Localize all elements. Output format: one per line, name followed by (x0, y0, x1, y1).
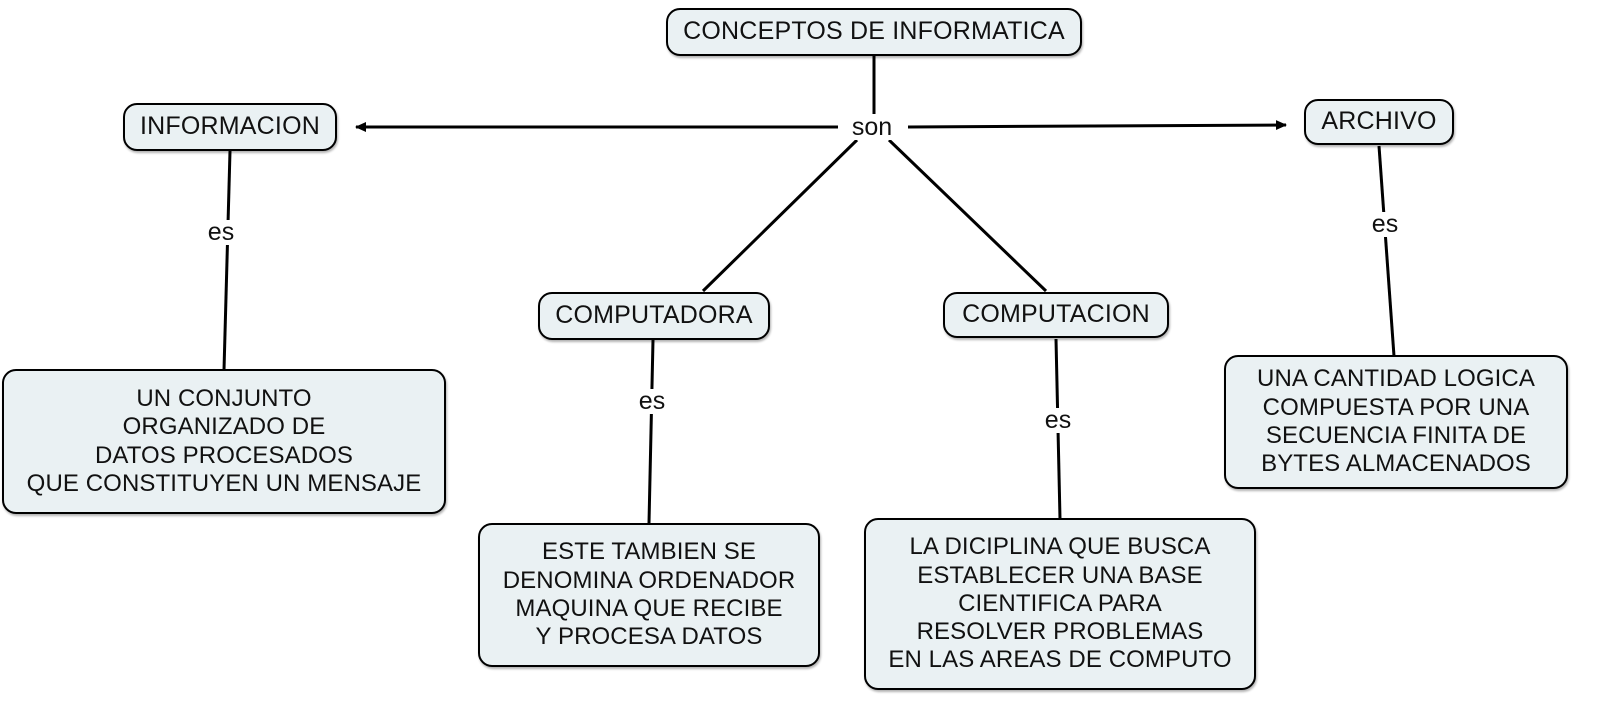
node-informacion[interactable]: INFORMACION (123, 103, 337, 151)
node-label: UN CONJUNTO ORGANIZADO DE DATOS PROCESAD… (26, 384, 422, 497)
edge-label-label-son: son (847, 114, 897, 140)
node-informacion-detalle[interactable]: UN CONJUNTO ORGANIZADO DE DATOS PROCESAD… (2, 369, 446, 514)
node-computadora-detalle[interactable]: ESTE TAMBIEN SE DENOMINA ORDENADOR MAQUI… (478, 523, 820, 667)
edge-label-label-es-computacion: es (1040, 407, 1076, 433)
edge-computadora-to-computadora-detalle (647, 339, 655, 524)
edge-hub-to-computacion (887, 138, 1048, 293)
node-label: COMPUTACION (962, 300, 1150, 329)
edge-informacion-to-informacion-detalle (222, 150, 232, 371)
node-label: LA DICIPLINA QUE BUSCA ESTABLECER UNA BA… (888, 533, 1232, 674)
node-computacion[interactable]: COMPUTACION (943, 292, 1169, 338)
edge-hub-to-computadora (701, 138, 859, 293)
node-computadora[interactable]: COMPUTADORA (538, 292, 770, 340)
node-label: UNA CANTIDAD LOGICA COMPUESTA POR UNA SE… (1257, 365, 1535, 478)
node-label: COMPUTADORA (555, 301, 753, 330)
node-computacion-detalle[interactable]: LA DICIPLINA QUE BUSCA ESTABLECER UNA BA… (864, 518, 1256, 690)
node-archivo-detalle[interactable]: UNA CANTIDAD LOGICA COMPUESTA POR UNA SE… (1224, 355, 1568, 489)
node-label: INFORMACION (140, 112, 320, 141)
node-label: ARCHIVO (1321, 107, 1437, 136)
edge-label-label-es-computadora: es (634, 388, 670, 414)
edge-hub-to-archivo (907, 120, 1287, 131)
node-archivo[interactable]: ARCHIVO (1304, 99, 1454, 145)
node-label: CONCEPTOS DE INFORMATICA (683, 17, 1065, 46)
node-conceptos[interactable]: CONCEPTOS DE INFORMATICA (666, 8, 1082, 56)
edge-label-label-es-archivo: es (1367, 211, 1403, 237)
edge-archivo-to-archivo-detalle (1377, 145, 1396, 357)
node-label: ESTE TAMBIEN SE DENOMINA ORDENADOR MAQUI… (502, 538, 796, 651)
edge-label-label-es-informacion: es (203, 219, 239, 245)
